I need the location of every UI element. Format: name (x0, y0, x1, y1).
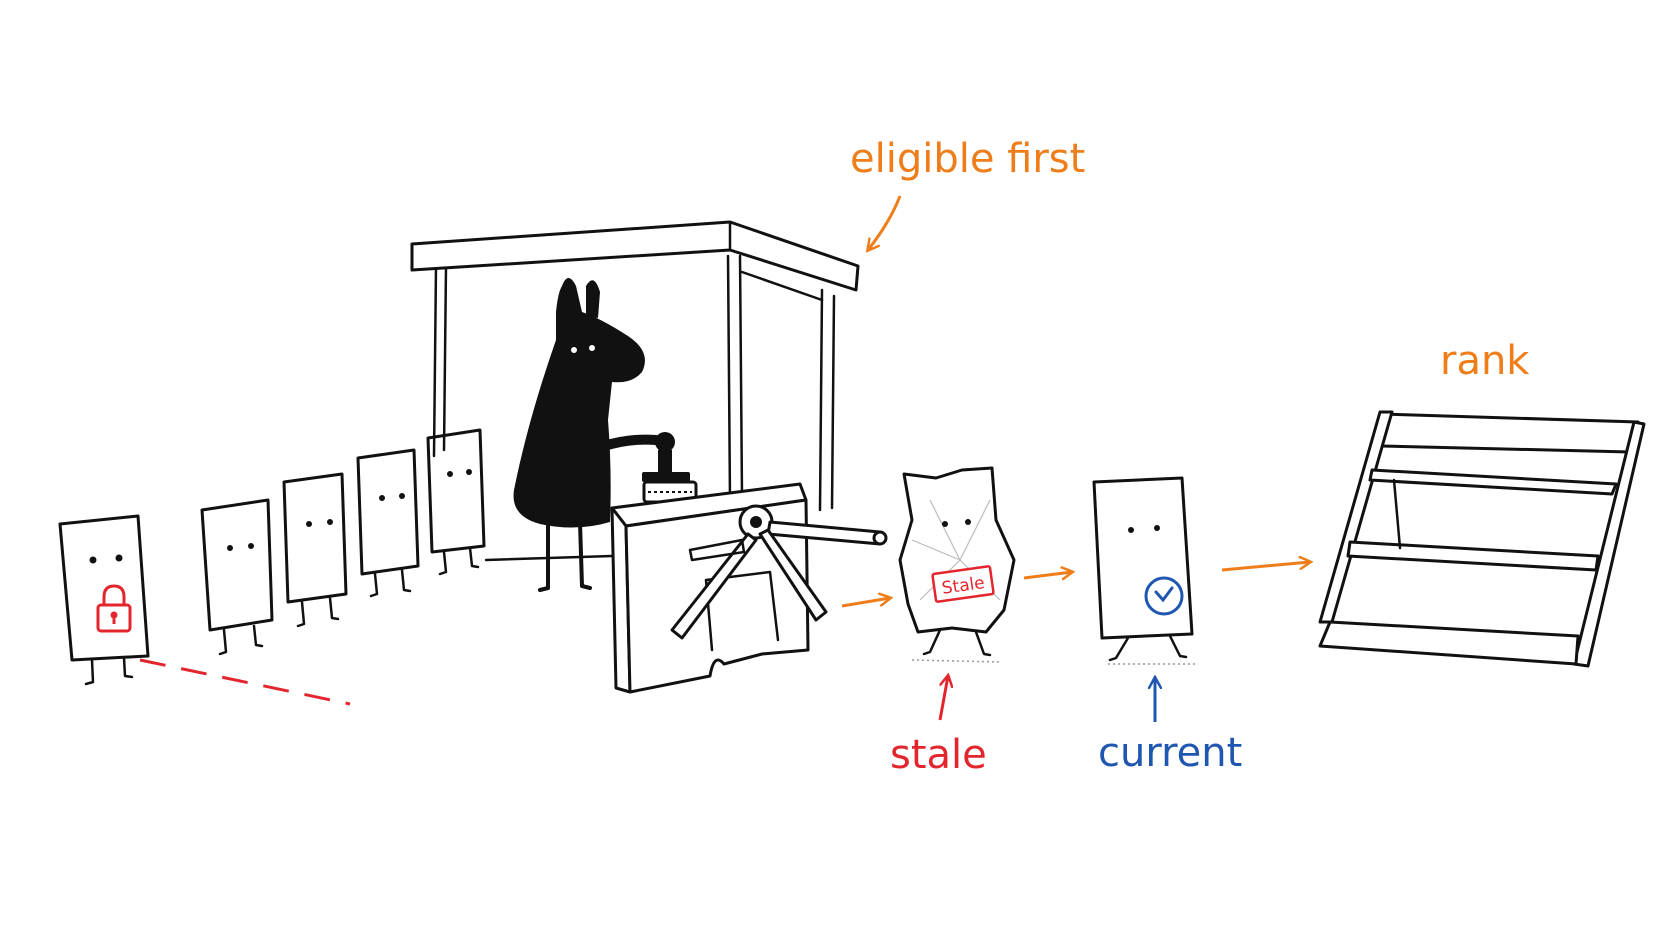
queue-document (426, 428, 486, 576)
locked-document (58, 514, 150, 686)
flow-arrow (1023, 572, 1072, 578)
rank-label: rank (1440, 338, 1530, 384)
stale-arrow (938, 676, 948, 721)
turnstile (610, 482, 888, 694)
stamp-icon (642, 432, 698, 504)
stale-document: Stale (898, 466, 1016, 663)
current-document (1092, 476, 1196, 665)
stale-label: stale (890, 732, 987, 778)
clock-icon (1144, 576, 1184, 616)
eligible-first-arrow (868, 195, 902, 250)
rank-shelf (1318, 410, 1646, 668)
queue-document (200, 498, 274, 656)
queue-document (282, 472, 348, 628)
flow-arrow (1221, 562, 1310, 572)
flow-arrow (841, 598, 890, 608)
gatekeeper-figure (513, 278, 661, 592)
queue-document (356, 448, 420, 598)
current-label: current (1098, 730, 1242, 776)
blocked-dashed-line (139, 658, 351, 706)
padlock-icon (96, 584, 132, 633)
eligible-first-label: eligible first (850, 136, 1085, 182)
